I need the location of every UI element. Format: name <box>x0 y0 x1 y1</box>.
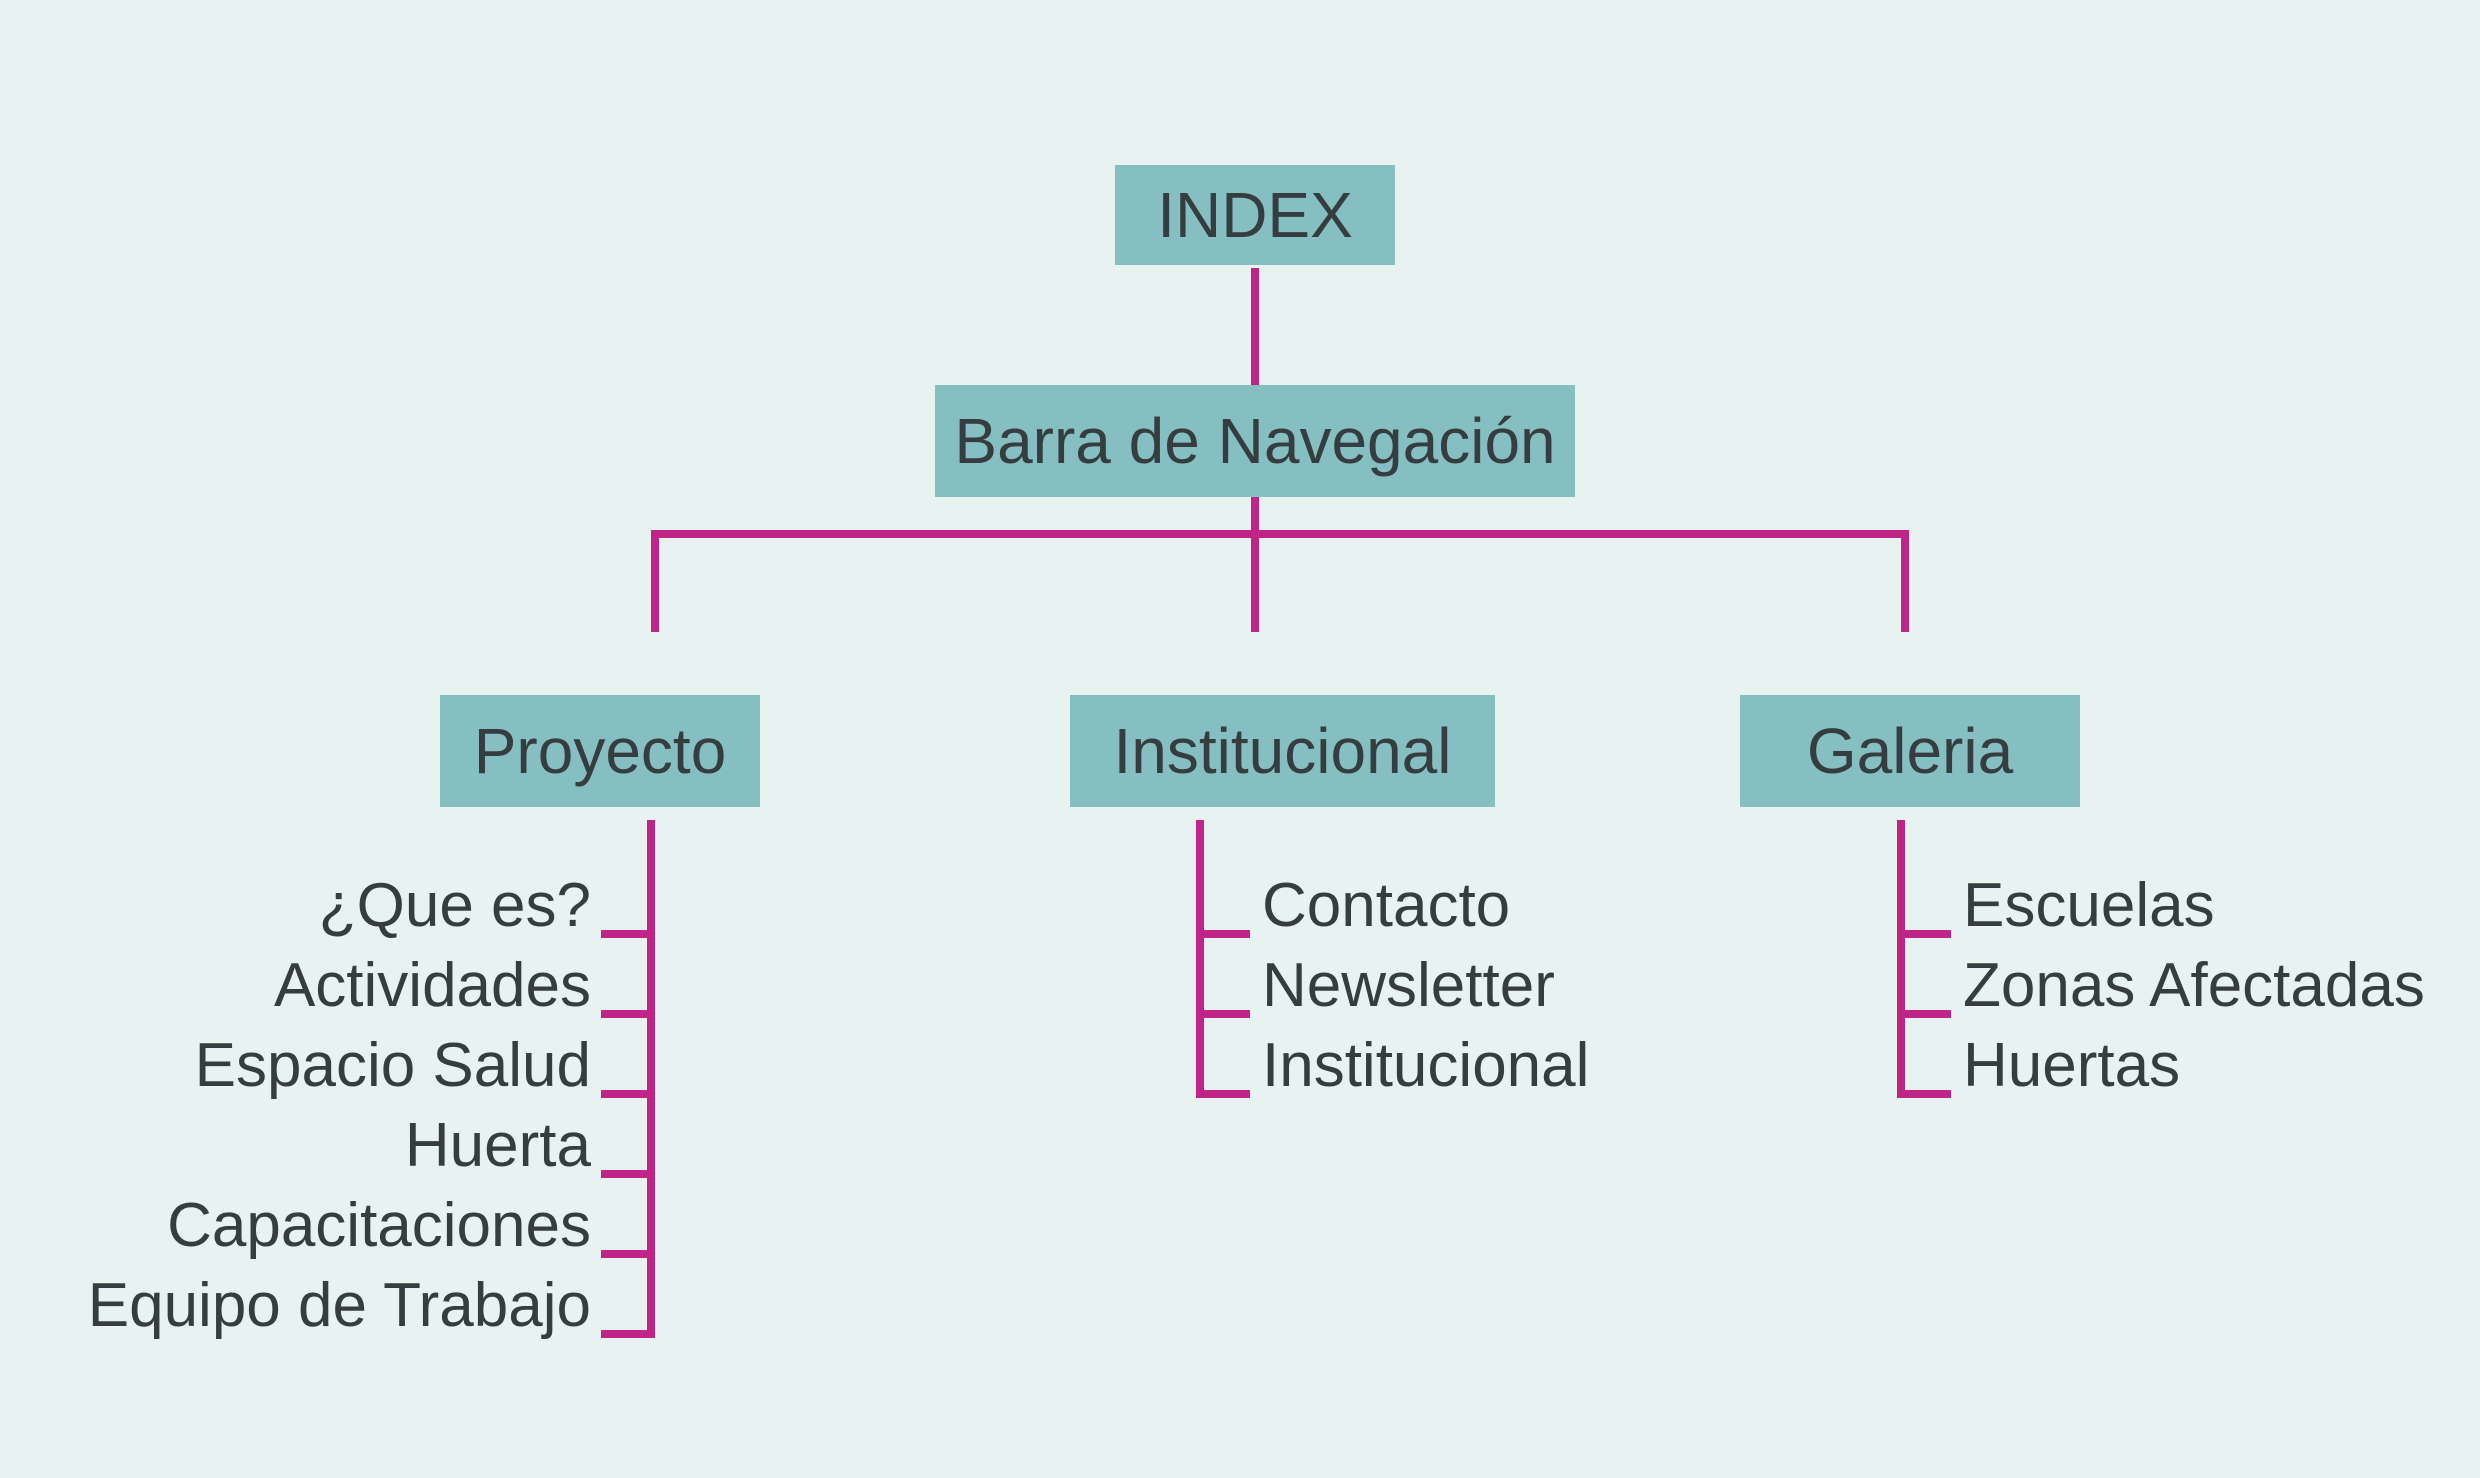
node-institucional: Institucional <box>1070 695 1495 807</box>
leaf-huerta: Huerta <box>404 1111 591 1180</box>
tick-huertas <box>1905 1090 1951 1098</box>
trunk-institucional <box>1196 820 1204 1098</box>
leaf-contacto: Contacto <box>1262 871 1511 940</box>
leaf-capacitaciones: Capacitaciones <box>167 1191 591 1260</box>
leaf-escuelas: Escuelas <box>1963 871 2215 940</box>
tick-newsletter <box>1204 1010 1250 1018</box>
leaf-equipo-de-trabajo: Equipo de Trabajo <box>87 1271 591 1340</box>
leaf-institucional: Institucional <box>1262 1031 1590 1100</box>
node-galeria: Galeria <box>1740 695 2080 807</box>
connector-index-to-nav <box>1251 268 1259 385</box>
leaf-newsletter: Newsletter <box>1262 951 1555 1020</box>
branch-drop-left <box>651 530 659 632</box>
tick-que-es <box>601 930 647 938</box>
tick-escuelas <box>1905 930 1951 938</box>
tick-institucional <box>1204 1090 1250 1098</box>
connector-nav-to-branch <box>1251 497 1259 632</box>
tick-equipo-de-trabajo <box>601 1330 647 1338</box>
node-index: INDEX <box>1115 165 1395 265</box>
trunk-proyecto <box>647 820 655 1338</box>
leaf-que-es: ¿Que es? <box>318 871 591 940</box>
tick-zonas-afectadas <box>1905 1010 1951 1018</box>
tick-espacio-salud <box>601 1090 647 1098</box>
tick-contacto <box>1204 930 1250 938</box>
tick-huerta <box>601 1170 647 1178</box>
node-nav-bar: Barra de Navegación <box>935 385 1575 497</box>
trunk-galeria <box>1897 820 1905 1098</box>
tick-actividades <box>601 1010 647 1018</box>
leaf-actividades: Actividades <box>273 951 591 1020</box>
leaf-zonas-afectadas: Zonas Afectadas <box>1963 951 2425 1020</box>
node-proyecto: Proyecto <box>440 695 760 807</box>
branch-drop-right <box>1901 530 1909 632</box>
leaf-huertas: Huertas <box>1963 1031 2181 1100</box>
leaf-espacio-salud: Espacio Salud <box>194 1031 591 1100</box>
tick-capacitaciones <box>601 1250 647 1258</box>
branch-horizontal-line <box>651 530 1909 538</box>
